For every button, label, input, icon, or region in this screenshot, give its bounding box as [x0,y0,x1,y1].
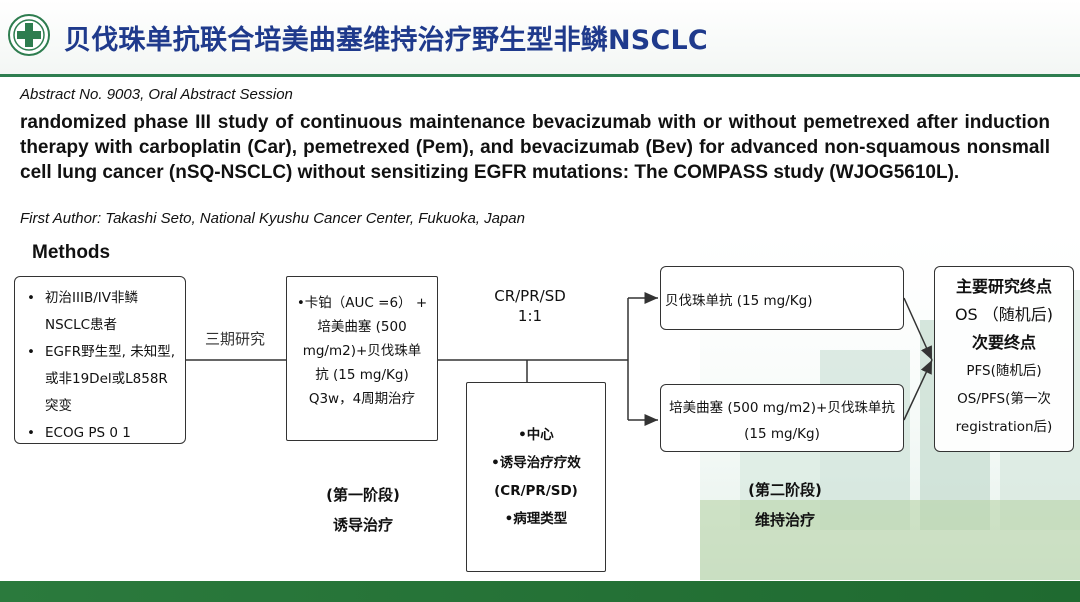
secondary-endpoint: PFS(随机后) [966,363,1042,379]
secondary-endpoint-heading: 次要终点 [971,333,1036,352]
inclusion-criteria-box: 初治IIIB/IV非鳞NSCLC患者 EGFR野生型, 未知型, 或非19Del… [14,276,186,447]
abstract-number: Abstract No. 9003, Oral Abstract Session [20,86,293,103]
inclusion-item: 初治IIIB/IV非鳞NSCLC患者 [23,285,179,339]
header-band: 贝伐珠单抗联合培美曲塞维持治疗野生型非鳞NSCLC [0,0,1080,74]
arm1-label: 贝伐珠单抗 (15 mg/Kg) [665,293,813,309]
induction-line: 培美曲塞 (500 [317,319,407,335]
induction-line: mg/m2)+贝伐珠单 [302,343,422,359]
stratification-item: •诱导治疗疗效 [491,455,581,471]
first-author: First Author: Takashi Seto, National Kyu… [20,210,525,227]
methods-heading: Methods [32,242,111,263]
header-rule [0,74,1080,77]
secondary-endpoint: OS/PFS(第一次 [957,391,1051,407]
primary-endpoint: OS （随机后) [954,305,1054,324]
randomization-ratio: 1:1 [517,307,543,325]
inclusion-item: ECOG PS 0 1 [23,420,179,447]
phase-label: 三期研究 [205,330,266,348]
inclusion-item: EGFR野生型, 未知型, 或非19Del或L858R突变 [23,339,179,420]
maintenance-arm-bev: 贝伐珠单抗 (15 mg/Kg) [660,266,904,330]
arm2-line: (15 mg/Kg) [744,426,820,442]
stage2-number: (第二阶段) [748,481,822,499]
slide-title: 贝伐珠单抗联合培美曲塞维持治疗野生型非鳞NSCLC [64,25,708,56]
induction-line: Q3w，4周期治疗 [308,391,416,407]
stage1-name: 诱导治疗 [332,516,393,534]
randomization-label: CR/PR/SD 1:1 [480,286,580,326]
study-title: randomized phase III study of continuous… [20,112,1050,183]
response-criteria: CR/PR/SD [494,287,566,305]
stage2-label: (第二阶段) 维持治疗 [715,475,855,535]
stratification-item: (CR/PR/SD) [494,483,578,499]
endpoints-box: 主要研究终点 OS （随机后) 次要终点 PFS(随机后) OS/PFS(第一次… [934,266,1074,452]
hospital-logo-icon [8,14,50,56]
induction-line: •卡铂（AUC =6） + [296,295,428,311]
stage2-name: 维持治疗 [754,511,815,529]
stage1-label: (第一阶段) 诱导治疗 [300,480,426,540]
maintenance-arm-pem-bev: 培美曲塞 (500 mg/m2)+贝伐珠单抗 (15 mg/Kg) [660,384,904,452]
arm2-line: 培美曲塞 (500 mg/m2)+贝伐珠单抗 [669,400,895,416]
induction-line: 抗 (15 mg/Kg) [315,367,409,383]
stage1-number: (第一阶段) [326,486,400,504]
stratification-box: •中心 •诱导治疗疗效 (CR/PR/SD) •病理类型 [466,382,606,572]
secondary-endpoint: registration后) [955,419,1053,435]
primary-endpoint-heading: 主要研究终点 [955,277,1052,296]
footer-bar [0,581,1080,602]
induction-therapy-box: •卡铂（AUC =6） + 培美曲塞 (500 mg/m2)+贝伐珠单 抗 (1… [286,276,438,441]
stratification-item: •中心 [518,427,554,443]
stratification-item: •病理类型 [504,511,568,527]
